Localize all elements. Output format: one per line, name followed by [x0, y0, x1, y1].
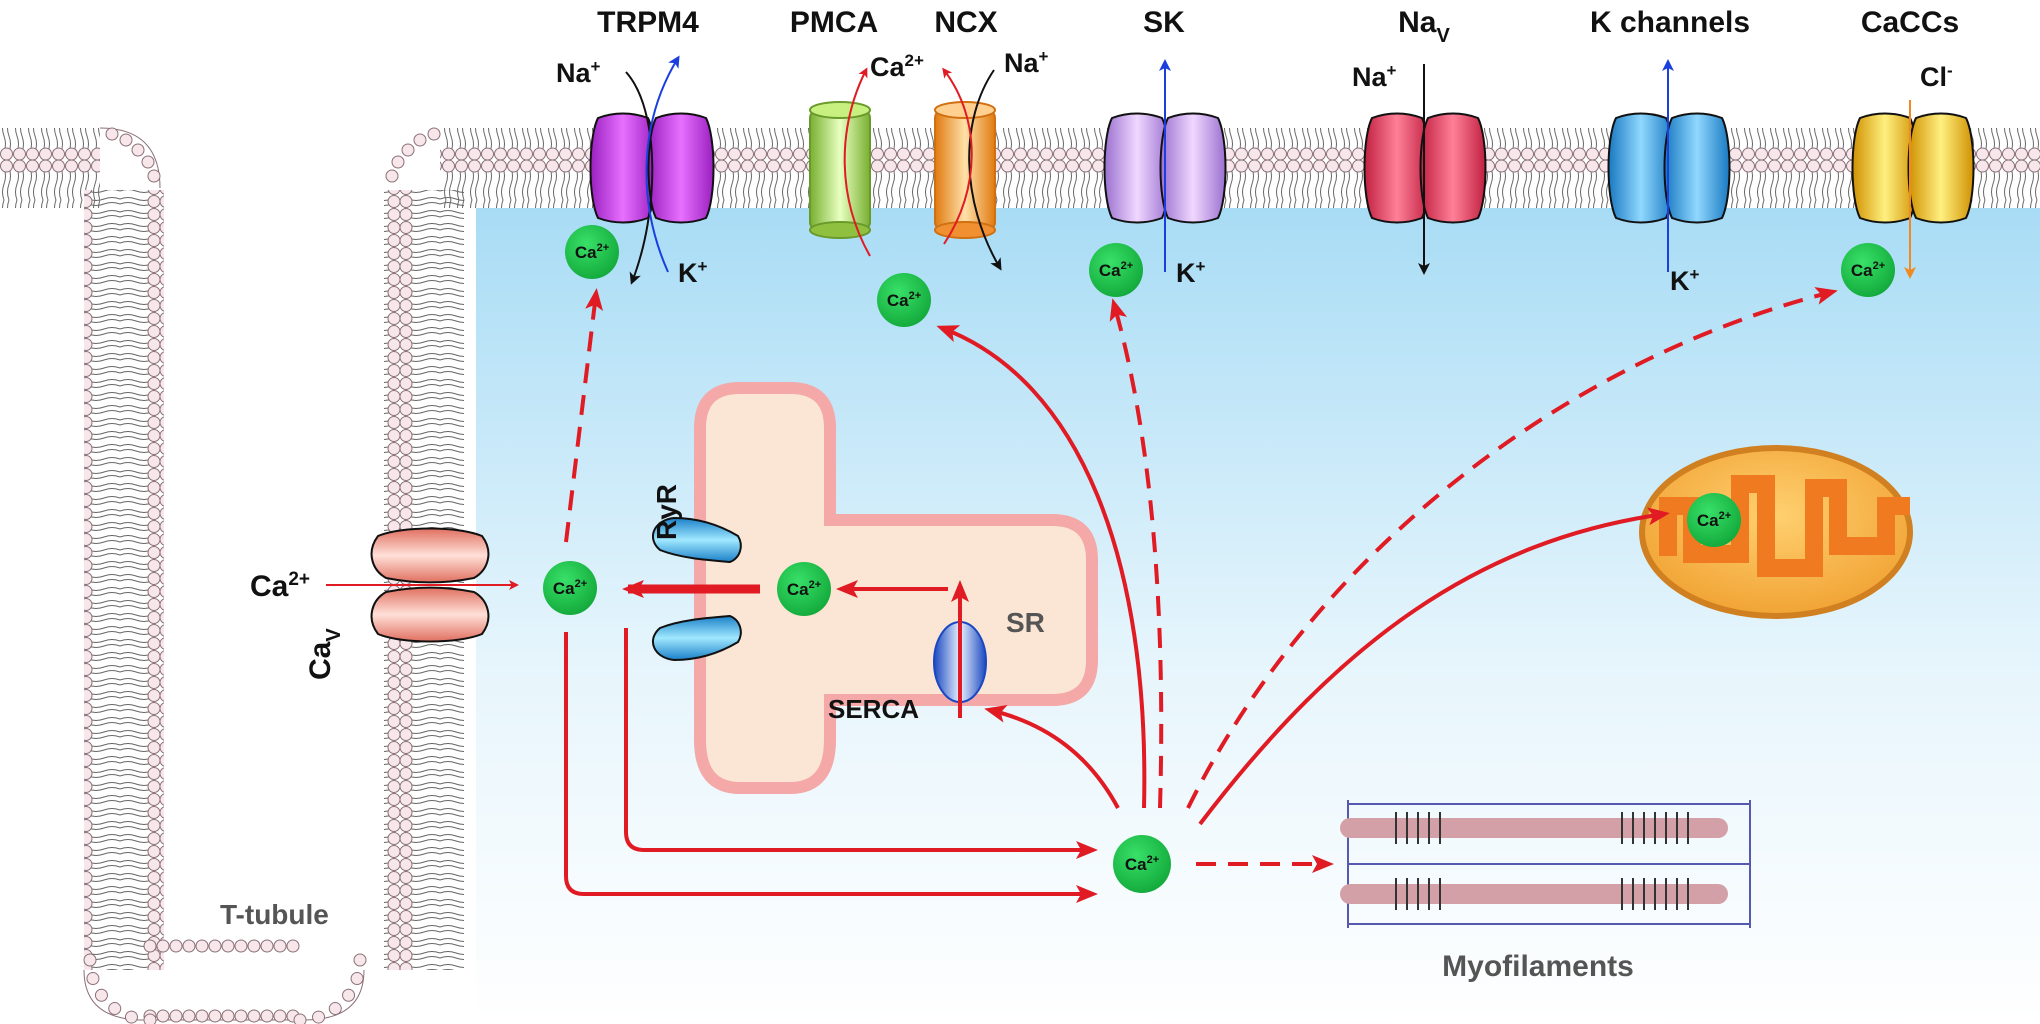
ca-diffusion-arrow-inner [624, 628, 1098, 859]
t-tubule-wall-left [84, 190, 164, 970]
label-k-channels: K channels [1590, 6, 1750, 39]
ca-ion-mitochondria: Ca2+ [1687, 493, 1741, 547]
ca-to-trpm4-dashed-arrow [564, 288, 604, 543]
membrane-segment-left [0, 128, 100, 208]
svg-text:Ca2+: Ca2+ [553, 578, 587, 598]
label-sr: SR [1006, 607, 1045, 638]
ca-to-sk-dashed-arrow [1109, 298, 1164, 809]
membrane-corner-right [385, 127, 441, 183]
svg-text:Ca2+: Ca2+ [1125, 854, 1159, 874]
ca-ion-cacc: Ca2+ [1841, 243, 1895, 297]
mitochondrion [1639, 445, 1913, 619]
sk-channel [1103, 112, 1227, 224]
trpm4-na-influx-arrow [625, 71, 654, 285]
svg-text:Ca2+: Ca2+ [1851, 260, 1885, 280]
svg-text:Ca2+: Ca2+ [1697, 510, 1731, 530]
ion-na-nav: Na+ [1352, 61, 1397, 92]
ca-ion-sr-lumen: Ca2+ [777, 562, 831, 616]
label-caccs: CaCCs [1861, 6, 1959, 39]
ca-ion-ncx: Ca2+ [877, 273, 931, 327]
ion-cl-cacc: Cl- [1920, 61, 1953, 92]
ion-k-kchannel: K+ [1670, 265, 1700, 296]
ca-ion-trpm4: Ca2+ [565, 225, 619, 279]
pmca-pump [809, 101, 871, 239]
membrane-corner-left [99, 127, 161, 189]
ion-k-sk: K+ [1176, 257, 1206, 288]
label-pmca: PMCA [790, 6, 878, 39]
ca-to-serca-arrow [984, 705, 1120, 809]
svg-text:Ca2+: Ca2+ [1099, 260, 1133, 280]
ryr-channel [652, 516, 742, 662]
ca-ion-junction: Ca2+ [543, 561, 597, 615]
ca-ion-sk: Ca2+ [1089, 243, 1143, 297]
label-cav: CaV [304, 628, 345, 680]
ca-ion-cytosol: Ca2+ [1113, 835, 1171, 893]
label-ncx: NCX [934, 6, 997, 39]
ion-k-trpm4: K+ [678, 257, 708, 288]
ca-to-cacc-dashed-arrow [1186, 287, 1838, 809]
cacc-channel [1851, 112, 1975, 224]
svg-text:Ca2+: Ca2+ [887, 290, 921, 310]
pmca-ca-efflux-arrow [843, 67, 871, 257]
svg-text:Ca2+: Ca2+ [787, 579, 821, 599]
label-t-tubule: T-tubule [220, 899, 329, 930]
label-myofilaments: Myofilaments [1442, 950, 1634, 983]
label-trpm4: TRPM4 [597, 6, 699, 39]
label-ryr: RyR [651, 484, 682, 540]
ca-diffusion-arrow-outer [564, 632, 1098, 903]
ncx-ca-efflux-arrow [942, 67, 973, 245]
label-sk: SK [1143, 6, 1185, 39]
cav-channel [370, 527, 490, 643]
label-nav: NaV [1398, 6, 1450, 47]
ca-to-mitochondria-arrow [1198, 507, 1670, 826]
svg-text:Ca2+: Ca2+ [575, 242, 609, 262]
ncx-exchanger [934, 101, 996, 239]
ncx-na-influx-arrow [968, 69, 1002, 271]
nav-channel [1363, 112, 1487, 224]
k-channel [1607, 112, 1731, 224]
ca-to-ncx-arrow [936, 325, 1147, 809]
trpm4-k-efflux-arrow [645, 55, 680, 273]
ion-ca-pmca: Ca2+ [870, 51, 924, 82]
label-serca: SERCA [828, 694, 919, 724]
ion-na-trpm4: Na+ [556, 57, 601, 88]
t-tubule-bottom [83, 939, 367, 1024]
myofilaments [1340, 800, 1751, 928]
ion-na-ncx: Na+ [1004, 47, 1049, 78]
ion-ca-cav: Ca2+ [250, 569, 310, 603]
